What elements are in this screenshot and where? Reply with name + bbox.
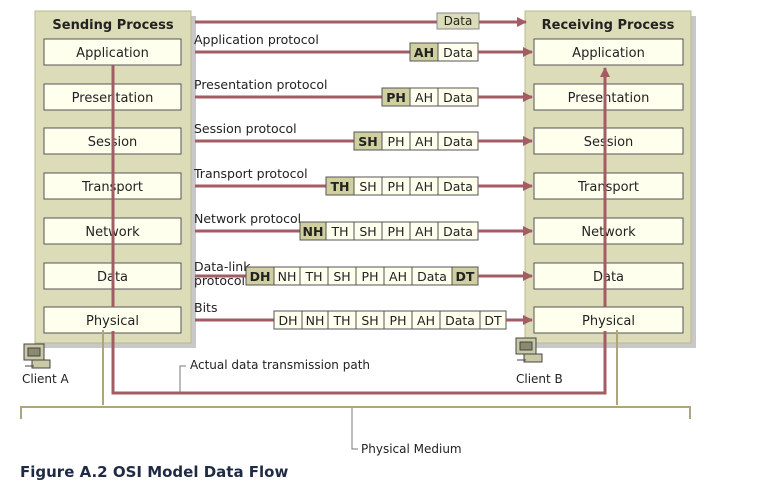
receiving-layer-session: [533, 127, 684, 155]
receiving-layer-transport: [533, 172, 684, 200]
header-cell-label: SH: [359, 224, 376, 239]
receiving-layer-label: Session: [584, 135, 634, 150]
transmission-path: [111, 331, 607, 395]
header-cell-label: AH: [415, 224, 433, 239]
sending-layer-physical: [43, 306, 182, 334]
figure-caption: Figure A.2 OSI Model Data Flow: [20, 463, 289, 481]
sending-layer-label: Physical: [86, 314, 139, 329]
client-a-label: Client A: [22, 372, 70, 386]
header-cell-label: Data: [443, 134, 473, 149]
header-cell-label: Data: [445, 313, 475, 328]
receiving-layer-label: Data: [593, 270, 624, 285]
protocol-label: Session protocol: [194, 121, 297, 136]
physical-medium-label: Physical Medium: [361, 442, 462, 456]
sending-layer-label: Application: [76, 46, 149, 61]
header-cell-label: AH: [415, 179, 433, 194]
sending-layer-application: [43, 38, 182, 66]
header-cell-label: Data: [443, 90, 473, 105]
receiving-layer-label: Application: [572, 46, 645, 61]
transmission-path-leader: [179, 365, 186, 392]
protocol-label: Network protocol: [194, 211, 301, 226]
sending-process-title: Sending Process: [52, 18, 173, 33]
receiving-layer-presentation: [533, 83, 684, 111]
header-cell-label: TH: [304, 269, 322, 284]
header-cell-label: PH: [362, 269, 379, 284]
header-cell-label: AH: [415, 90, 433, 105]
protocol-label: Presentation protocol: [194, 77, 327, 92]
physical-medium-leader: [351, 408, 358, 450]
header-cell-label: AH: [414, 45, 434, 60]
header-cell-label: PH: [388, 134, 405, 149]
header-cell-label: PH: [386, 90, 406, 105]
header-cell-label: NH: [278, 269, 297, 284]
receiving-layer-physical: [533, 306, 684, 334]
header-cell-label: TH: [332, 313, 350, 328]
header-cell-label: SH: [358, 134, 377, 149]
receiving-process-title: Receiving Process: [542, 18, 675, 33]
client-b-computer-icon: [515, 337, 543, 363]
client-a-computer-icon: [23, 343, 51, 369]
header-cell-label: SH: [361, 313, 378, 328]
header-cell-label: DT: [456, 269, 475, 284]
receiving-layer-application: [533, 38, 684, 66]
header-cell-label: DH: [250, 269, 271, 284]
header-cell-label: NH: [303, 224, 324, 239]
receiving-layer-label: Transport: [577, 180, 639, 195]
header-cell-label: DH: [278, 313, 297, 328]
header-cell-label: PH: [388, 224, 405, 239]
header-cell-label: Data: [443, 45, 473, 60]
receiving-layer-label: Presentation: [568, 91, 650, 106]
header-cell-label: AH: [389, 269, 407, 284]
protocol-label: Application protocol: [194, 32, 319, 47]
header-cell-label: AH: [417, 313, 435, 328]
header-cell-label: PH: [390, 313, 407, 328]
header-cell-label: TH: [331, 179, 350, 194]
protocol-label: Bits: [194, 300, 217, 315]
receiving-layer-label: Physical: [582, 314, 635, 329]
receiving-layer-network: [533, 217, 684, 245]
header-cell-label: NH: [306, 313, 325, 328]
physical-medium-bracket: [20, 406, 691, 419]
receiving-layer-label: Network: [581, 225, 636, 240]
transmission-path-label: Actual data transmission path: [190, 358, 370, 372]
header-cell-label: SH: [359, 179, 376, 194]
client-b-label: Client B: [516, 372, 563, 386]
header-cell-label: TH: [330, 224, 348, 239]
header-cell-label: Data: [417, 269, 447, 284]
header-cell-label: PH: [388, 179, 405, 194]
receiving-layer-data: [533, 262, 684, 290]
header-cell-label: Data: [443, 179, 473, 194]
header-cell-label: DT: [484, 313, 502, 328]
header-cell-label: AH: [415, 134, 433, 149]
top-data-label: Data: [444, 14, 473, 28]
protocol-label: Transport protocol: [193, 166, 308, 181]
header-cell-label: SH: [333, 269, 350, 284]
header-cell-label: Data: [443, 224, 473, 239]
